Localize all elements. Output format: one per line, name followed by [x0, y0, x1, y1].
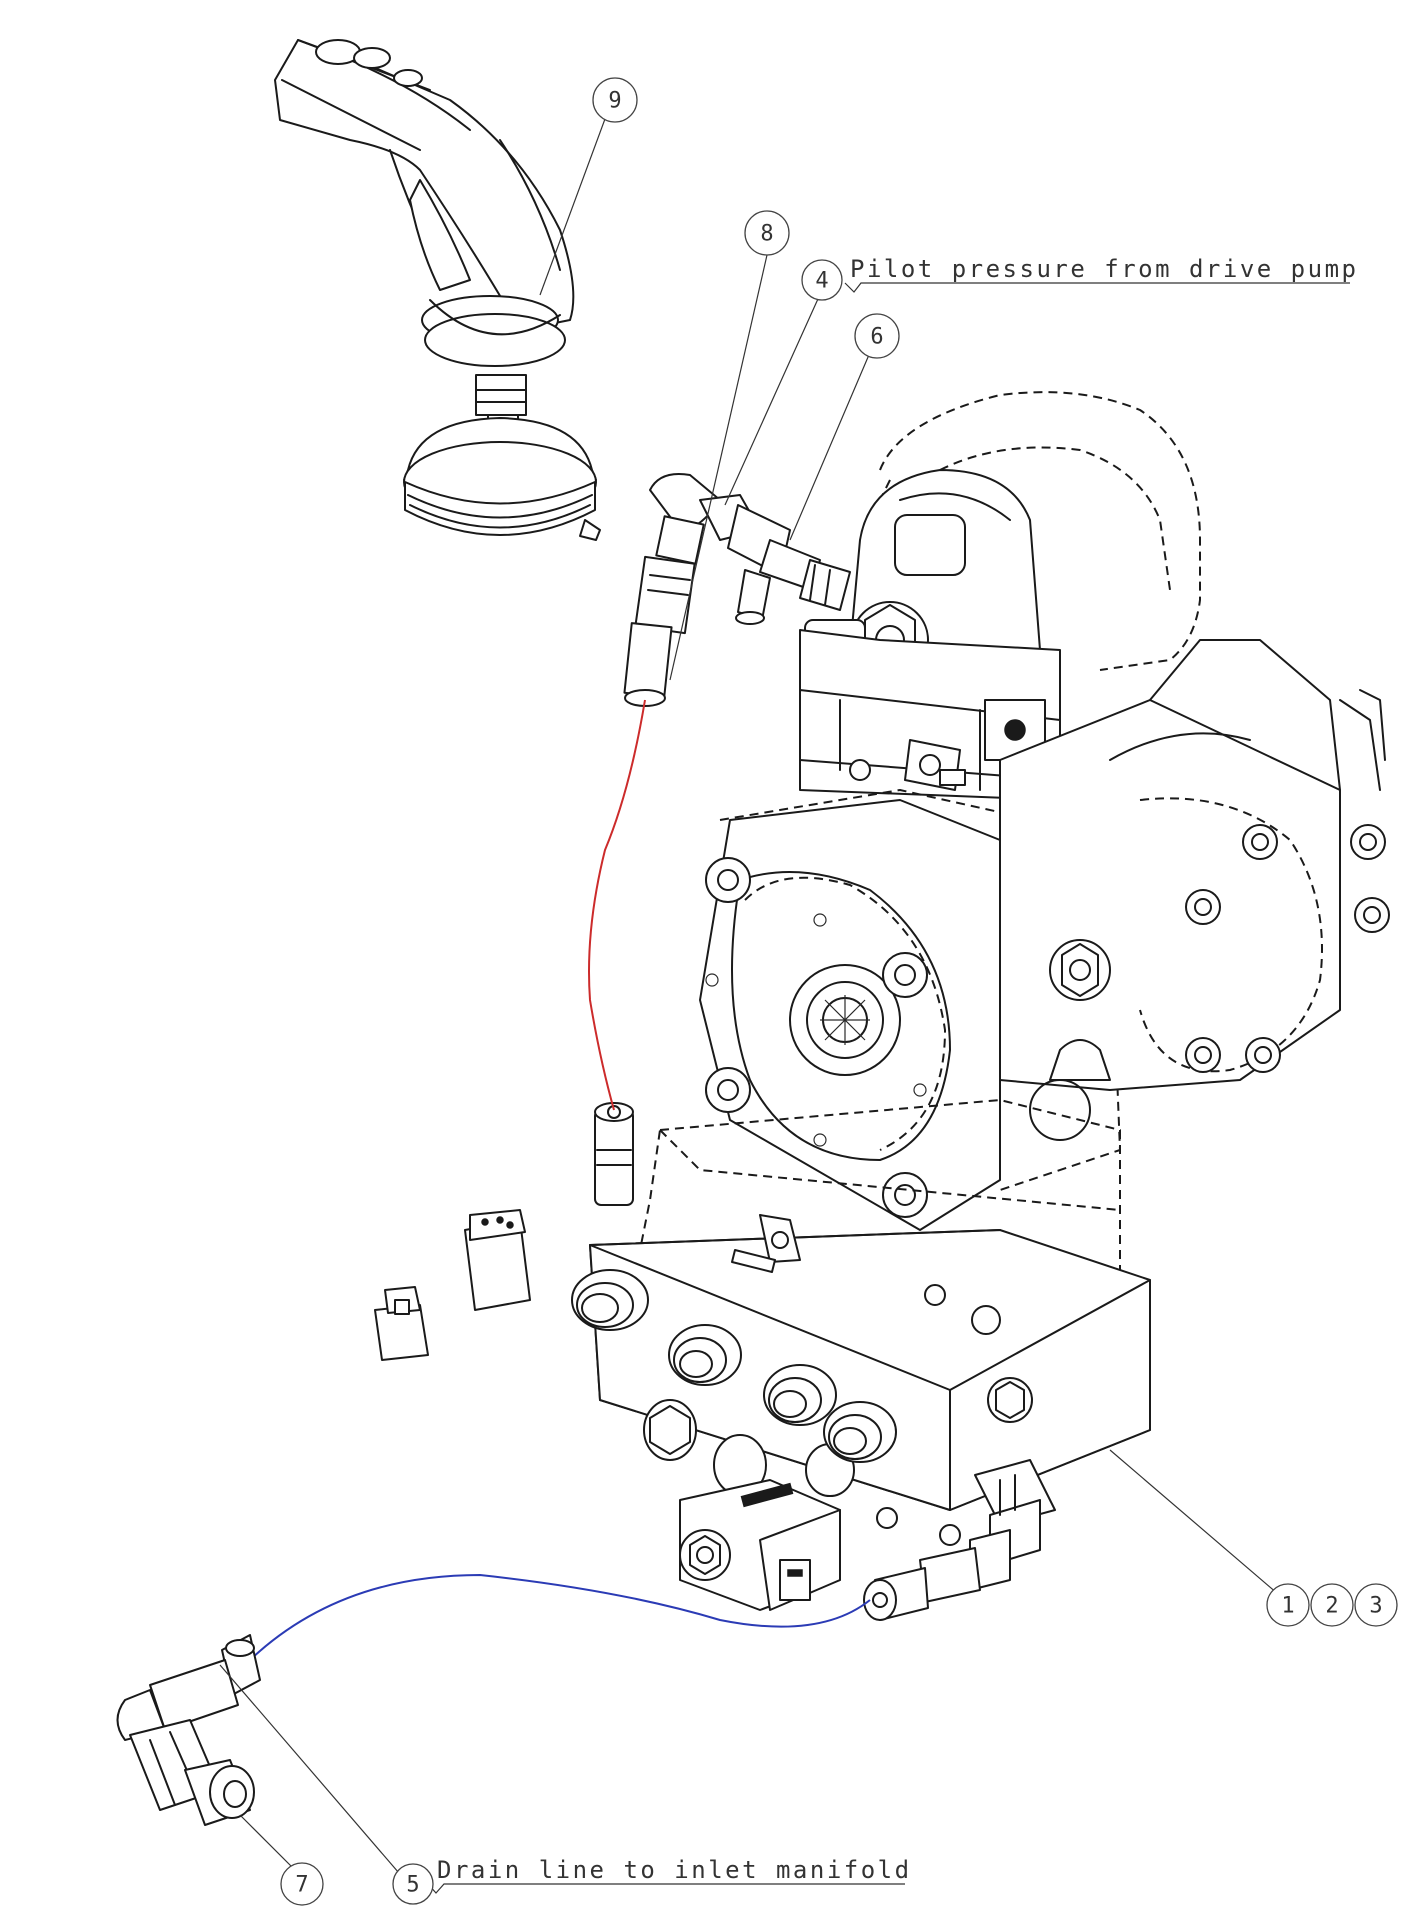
pilot-pressure-note: Pilot pressure from drive pump [850, 255, 1358, 283]
manifold-port-4 [823, 1401, 897, 1463]
balloon-1: 1 [1266, 1583, 1310, 1627]
pump-main-housing [699, 789, 1121, 1231]
pilot-inlet-stub [594, 1102, 634, 1206]
balloon-4-label: 4 [815, 269, 828, 294]
solenoid-connector-large [464, 1209, 531, 1311]
pump-control-block [799, 629, 1061, 801]
manifold-port-1 [571, 1269, 649, 1331]
balloon-9-label: 9 [608, 89, 621, 114]
balloon-3: 3 [1354, 1583, 1398, 1627]
balloon-6: 6 [854, 313, 900, 359]
balloon-7-label: 7 [295, 1873, 308, 1898]
manifold-port-3 [763, 1364, 837, 1426]
balloon-2-label: 2 [1325, 1594, 1338, 1619]
balloon-5: 5 [392, 1863, 434, 1905]
pilot-elbow-fitting [623, 473, 721, 707]
balloon-4: 4 [801, 259, 843, 301]
balloon-6-label: 6 [870, 325, 883, 350]
joystick-base [403, 374, 601, 541]
balloon-3-label: 3 [1369, 1594, 1382, 1619]
balloon-8-label: 8 [760, 222, 773, 247]
joystick-handle [274, 39, 575, 367]
drain-hose [249, 1573, 871, 1661]
manifold-check-valve [731, 1214, 801, 1273]
drain-elbow-fitting [116, 1634, 261, 1826]
balloon-7: 7 [280, 1862, 324, 1906]
pilot-hose [588, 699, 646, 1111]
balloon-9: 9 [592, 77, 638, 123]
drain-port-fitting [863, 1459, 1056, 1621]
solenoid-valve [679, 1479, 841, 1611]
drain-line-note: Drain line to inlet manifold [437, 1856, 912, 1884]
solenoid-connector-small [374, 1286, 429, 1361]
balloon-2: 2 [1310, 1583, 1354, 1627]
manifold-port-2 [668, 1324, 742, 1386]
balloon-8: 8 [744, 210, 790, 256]
balloon-1-label: 1 [1281, 1594, 1294, 1619]
pump-side-cover [999, 639, 1390, 1141]
balloon-5-label: 5 [406, 1873, 419, 1898]
pilot-adapter-fitting [699, 494, 851, 625]
